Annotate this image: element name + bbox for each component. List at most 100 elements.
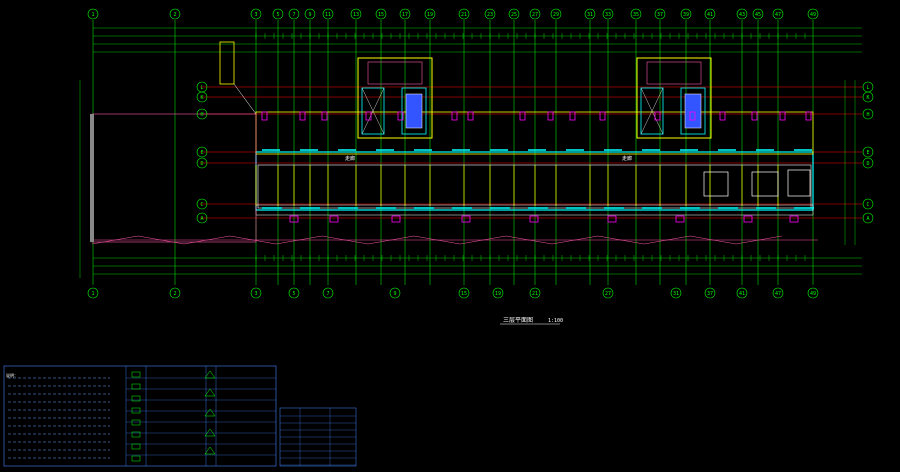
axis-bubble-right-label: A [866,216,869,222]
axis-bubble-bottom-label: 1 [91,291,94,297]
axis-bubble-left-label: E [200,150,203,156]
axis-bubble-top-label: 39 [683,12,689,18]
axis-bubble-left-label: C [200,202,203,208]
axis-bubble-bottom-label: 47 [775,291,781,297]
axis-bubble-top-label: 25 [511,12,517,18]
axis-bubble-top-label: 17 [402,12,408,18]
axis-bubble-bottom-label: 27 [605,291,611,297]
balcony-marker [743,215,753,223]
door-marker [365,111,372,121]
axis-bubble-right-label: D [866,161,869,167]
axis-bubble-top-label: 31 [587,12,593,18]
roof-zigzag [91,235,783,245]
axis-bubble-left [196,198,208,210]
axis-bubble-bottom-label: 3 [254,291,257,297]
roof-box [646,61,702,85]
balcony-marker [789,215,799,223]
stair-diag [640,87,664,135]
legend-swatch [131,383,141,390]
axis-bubble-right-label: E [866,150,869,156]
plan-scale: 1:100 [548,318,563,324]
axis-bubble-top-label: 37 [657,12,663,18]
axis-bubble-left-label: H [200,112,203,118]
legend-notes-heading: 说明： [6,372,18,378]
axis-bubble-top [288,8,300,20]
axis-bubble-bottom [250,287,262,299]
axis-bubble-top-label: 13 [353,12,359,18]
axis-bubble-bottom [288,287,300,299]
plan-title: 三层平面图 [503,317,533,324]
left-canopy [91,113,257,243]
door-marker [261,111,268,121]
lift-box [680,87,706,135]
axis-bubble-top-label: 43 [739,12,745,18]
axis-bubble-left [196,146,208,158]
axis-bubble-top [736,8,748,20]
axis-bubble-top [630,8,642,20]
core-tower [636,57,712,139]
axis-bubble-top-label: 7 [292,12,295,18]
axis-bubble-top [424,8,436,20]
axis-bubble-bottom-label: 31 [673,291,679,297]
axis-bubble-top-label: 11 [325,12,331,18]
axis-bubble-top-label: 2 [173,12,176,18]
legend-frame [3,365,277,467]
door-marker [779,111,786,121]
axis-bubble-top [458,8,470,20]
axis-bubble-top [680,8,692,20]
axis-bubble-top-label: 41 [707,12,713,18]
axis-bubble-bottom [807,287,819,299]
slab-outline [255,151,814,211]
axis-bubble-top-label: 29 [553,12,559,18]
building-outline [90,41,818,245]
axis-bubble-top-label: 47 [775,12,781,18]
stair-box [361,87,385,135]
axis-bubble-right [862,91,874,103]
lift-car [405,93,423,129]
legend-swatch [131,431,141,438]
axis-bubble-top [322,8,334,20]
door-marker [547,111,554,121]
axis-bubble-top [399,8,411,20]
axis-bubble-top [350,8,362,20]
furniture-sofa [751,171,779,197]
axis-bubble-top-label: 27 [532,12,538,18]
door-marker [805,111,812,121]
legend-swatch [131,407,141,414]
balcony-marker [461,215,471,223]
axis-bubble-right-label: L [866,85,869,91]
axis-bubble-left [196,212,208,224]
axis-bubble-top [550,8,562,20]
door-marker [689,111,696,121]
axis-bubble-bottom [87,287,99,299]
door-marker [451,111,458,121]
axis-bubble-bottom [389,287,401,299]
door-marker [719,111,726,121]
axis-bubble-bottom [492,287,504,299]
lift-box [401,87,427,135]
legend-symbol [204,388,216,397]
legend-swatch [131,395,141,402]
door-marker [299,111,306,121]
axis-bubble-left-label: A [200,216,203,222]
axis-bubble-left [196,91,208,103]
axis-bubble-top-label: 19 [427,12,433,18]
roof-box [367,61,423,85]
axis-bubble-right [862,198,874,210]
axis-bubble-right [862,146,874,158]
end-wall [90,114,94,242]
axis-bubble-bottom [529,287,541,299]
axis-bubble-bottom [169,287,181,299]
dimension-lines [79,27,862,278]
legend-swatch [131,443,141,450]
lift-car [684,93,702,129]
door-marker [599,111,606,121]
balcony-marker [289,215,299,223]
axis-bubble-top-label: 49 [810,12,816,18]
legend-symbol [204,446,216,455]
balcony-marker [607,215,617,223]
door-marker [467,111,474,121]
